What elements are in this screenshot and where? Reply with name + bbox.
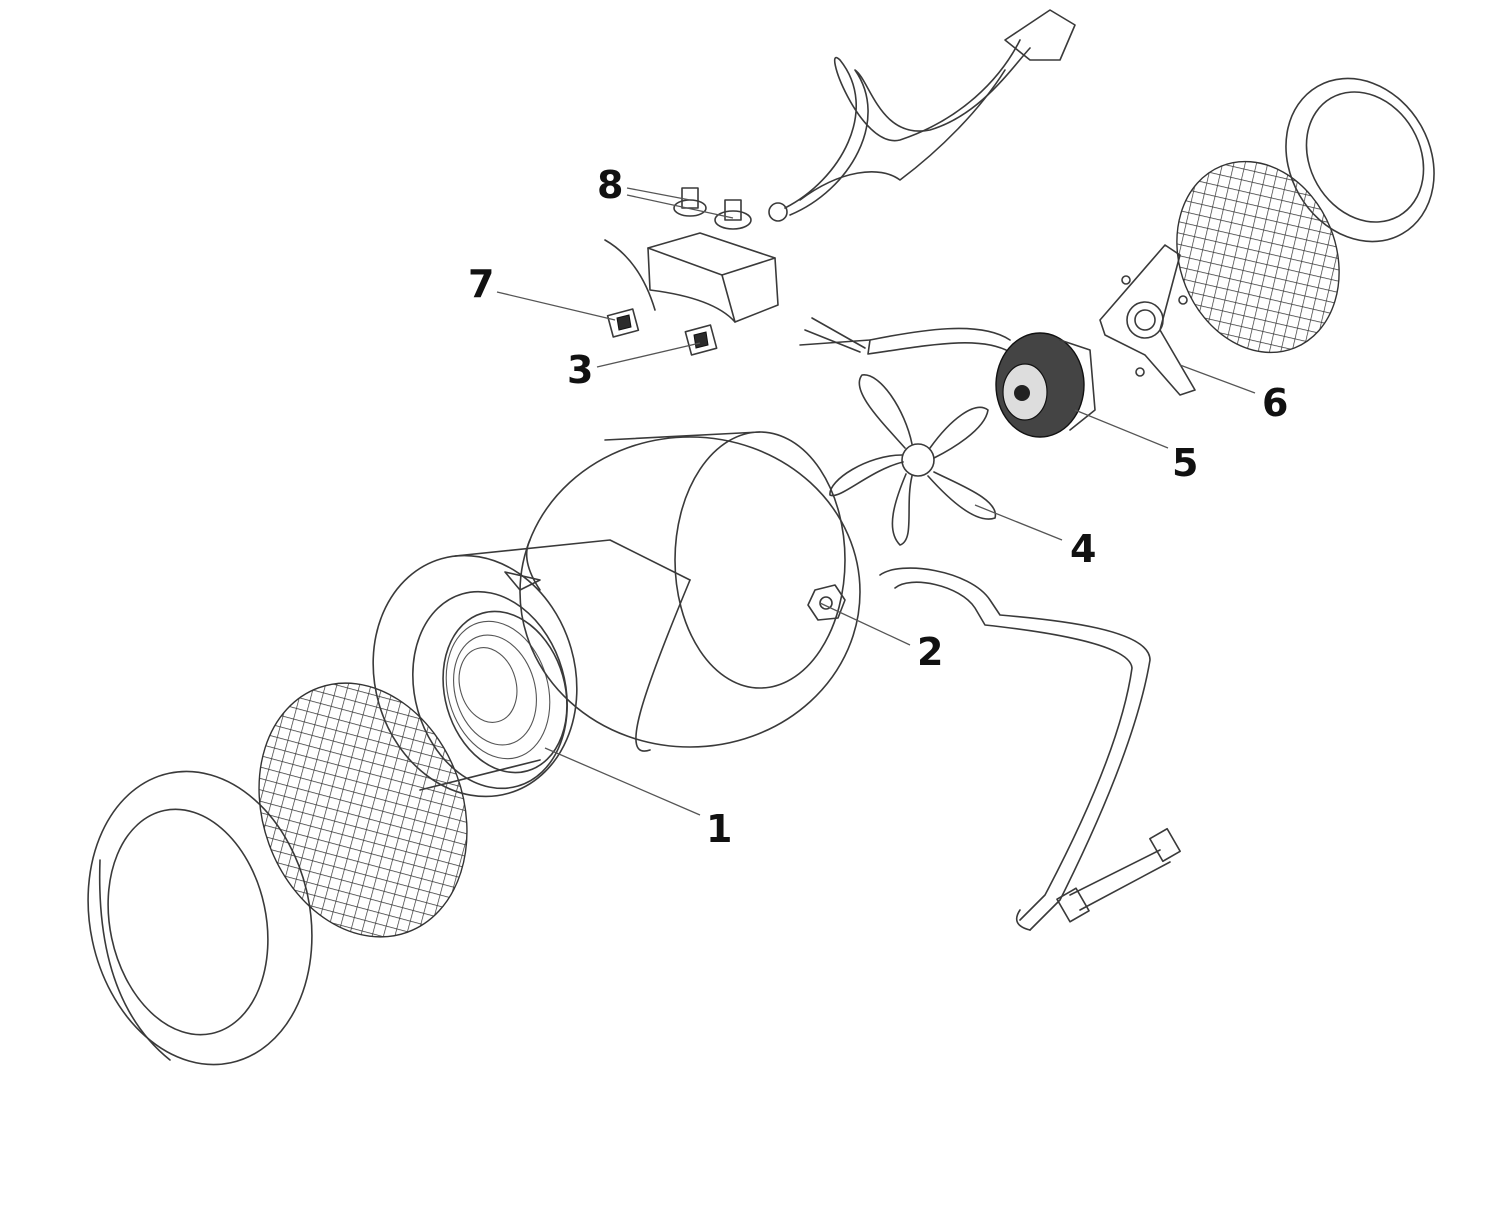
rear-ring bbox=[1285, 77, 1435, 243]
callout-6: 6 bbox=[1262, 381, 1288, 425]
fan-motor bbox=[995, 332, 1096, 438]
motor-wire bbox=[799, 317, 1011, 355]
switch-3 bbox=[684, 324, 718, 356]
callout-4: 4 bbox=[1070, 527, 1096, 571]
leader-lines bbox=[496, 187, 1256, 816]
callout-7: 7 bbox=[468, 262, 494, 306]
stand-frame bbox=[879, 567, 1181, 931]
front-grille bbox=[258, 682, 468, 938]
control-box bbox=[604, 232, 779, 323]
knob-caps bbox=[673, 187, 752, 230]
callout-labels: 1 2 3 4 5 6 7 8 bbox=[468, 163, 1288, 851]
switch-7 bbox=[606, 308, 640, 338]
power-cord bbox=[768, 9, 1076, 222]
callout-1: 1 bbox=[706, 807, 732, 851]
callout-5: 5 bbox=[1172, 441, 1198, 485]
heater-body bbox=[372, 431, 861, 798]
callout-8: 8 bbox=[597, 163, 623, 207]
callout-3: 3 bbox=[567, 348, 593, 392]
rear-grille bbox=[1176, 160, 1340, 354]
callout-2: 2 bbox=[917, 630, 943, 674]
fan-blade bbox=[829, 374, 997, 546]
motor-bracket bbox=[1099, 244, 1196, 396]
